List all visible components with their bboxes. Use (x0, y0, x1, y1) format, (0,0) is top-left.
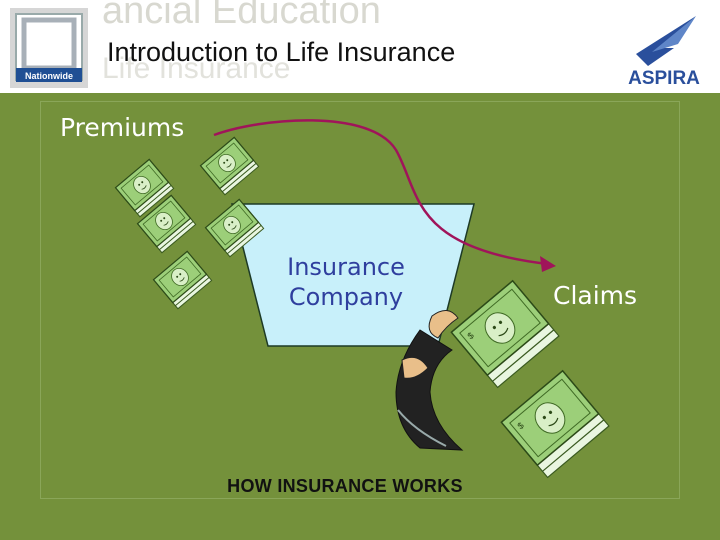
aspira-logo: ASPIRA (628, 16, 700, 88)
money-stack-icon (199, 136, 260, 196)
content-frame (40, 101, 680, 499)
claims-label: Claims (553, 281, 638, 310)
slide-title: Introduction to Life Insurance (107, 37, 456, 67)
hand-icon (395, 310, 464, 451)
money-stack-icon (152, 250, 213, 310)
premiums-label: Premiums (60, 113, 185, 142)
svg-text:ASPIRA: ASPIRA (628, 68, 700, 88)
ghost-subheading: Life Insurance (102, 52, 291, 85)
arrowhead-icon (540, 256, 556, 272)
money-stack-icon (500, 370, 610, 479)
svg-text:Nationwide: Nationwide (25, 71, 73, 81)
curved-arrow-icon (213, 119, 549, 266)
insurance-company-label: Insurance Company (258, 252, 434, 312)
company-label-line1: Insurance (287, 253, 405, 281)
slide-header: ancial Education Life Insurance Nationwi… (0, 0, 720, 93)
diagram-caption: HOW INSURANCE WORKS (227, 476, 463, 496)
nationwide-logo: Nationwide (10, 8, 88, 88)
ghost-heading: ancial Education (102, 0, 381, 32)
company-label-line2: Company (288, 283, 404, 311)
money-stack-icon (450, 280, 560, 389)
